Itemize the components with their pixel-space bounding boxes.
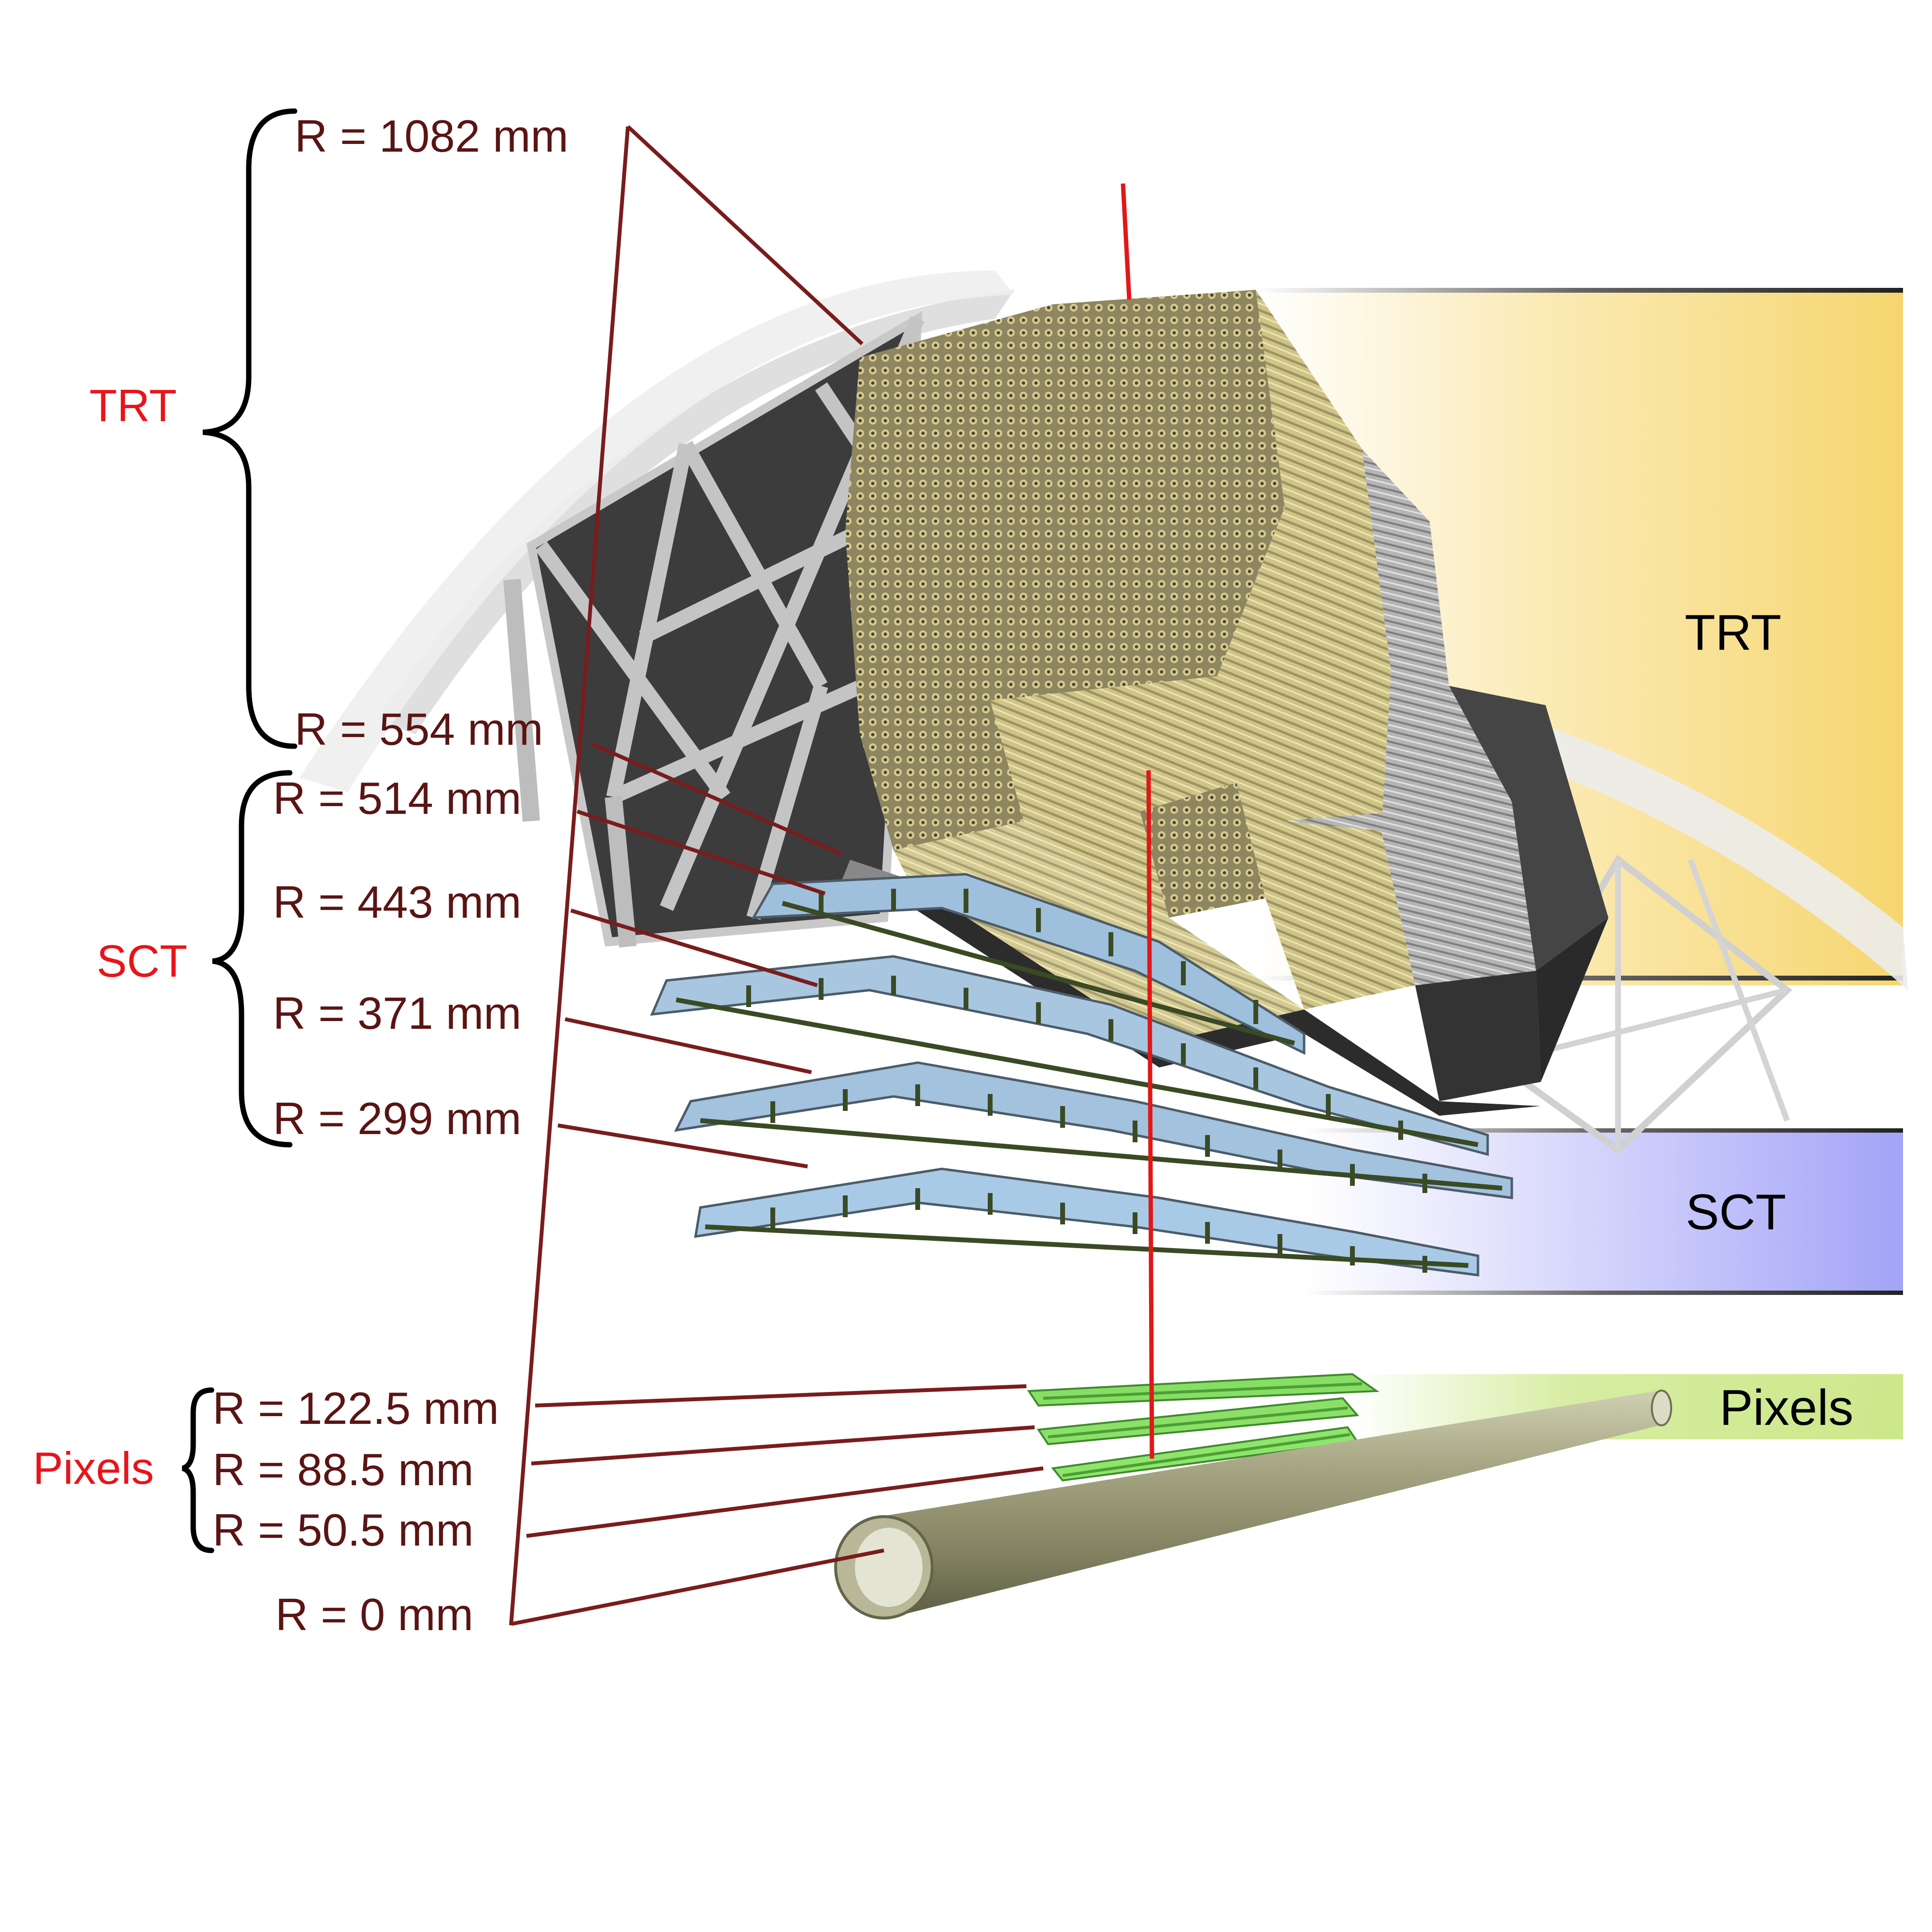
track-line-lower — [1146, 770, 1154, 1459]
band-label-trt: TRT — [1685, 605, 1781, 661]
radius-label-0: R = 0 mm — [275, 1589, 473, 1640]
track-lines — [1121, 183, 1154, 1459]
band-labels: TRT SCT Pixels — [1685, 605, 1853, 1436]
radius-label-1082: R = 1082 mm — [295, 111, 568, 161]
leader-r371 — [565, 1017, 812, 1074]
band-label-pixels: Pixels — [1719, 1380, 1853, 1436]
radius-label-554: R = 554 mm — [295, 704, 543, 754]
band-label-sct: SCT — [1686, 1184, 1786, 1240]
sct-layer-514 — [751, 873, 1306, 1055]
pixel-layers — [1027, 1373, 1379, 1482]
pixel-brace-icon — [182, 1387, 214, 1553]
radius-label-885: R = 88.5 mm — [213, 1444, 474, 1495]
sct-layers — [650, 873, 1513, 1277]
group-label-pixels: Pixels — [33, 1443, 154, 1493]
group-labels: TRT SCT Pixels — [33, 380, 187, 1493]
sct-band — [1304, 1128, 1903, 1295]
group-label-sct: SCT — [97, 936, 187, 986]
beam-pipe-far-end — [1651, 1390, 1672, 1426]
beam-pipe — [834, 1390, 1672, 1619]
braces — [182, 108, 298, 1553]
sct-layer-299 — [694, 1167, 1479, 1277]
radius-label-443: R = 443 mm — [273, 877, 522, 927]
radius-label-505: R = 50.5 mm — [213, 1505, 474, 1555]
leader-r514 — [576, 810, 826, 895]
leader-r0 — [511, 1548, 884, 1626]
group-label-trt: TRT — [89, 380, 177, 431]
trt-brace-icon — [202, 108, 298, 749]
leader-r554 — [591, 742, 842, 856]
sct-layer-371 — [674, 1061, 1513, 1199]
leader-r299 — [557, 1123, 808, 1168]
axis-leader — [509, 126, 630, 1626]
radius-labels: R = 1082 mm R = 554 mm R = 514 mm R = 44… — [213, 111, 568, 1640]
track-line-upper — [1121, 183, 1132, 300]
leader-r443 — [570, 909, 818, 987]
sct-layer-443 — [650, 955, 1489, 1156]
radius-label-371: R = 371 mm — [273, 988, 522, 1038]
leader-r1225 — [535, 1384, 1027, 1407]
radius-label-514: R = 514 mm — [273, 773, 522, 824]
leader-r505 — [526, 1466, 1044, 1538]
leader-lines — [509, 125, 1044, 1626]
radius-label-1225: R = 122.5 mm — [213, 1383, 499, 1434]
leader-r885 — [531, 1425, 1035, 1465]
radius-label-299: R = 299 mm — [273, 1093, 522, 1144]
sct-brace-icon — [212, 770, 293, 1148]
leader-r1082 — [626, 125, 864, 345]
trt-modules — [840, 290, 1608, 1116]
